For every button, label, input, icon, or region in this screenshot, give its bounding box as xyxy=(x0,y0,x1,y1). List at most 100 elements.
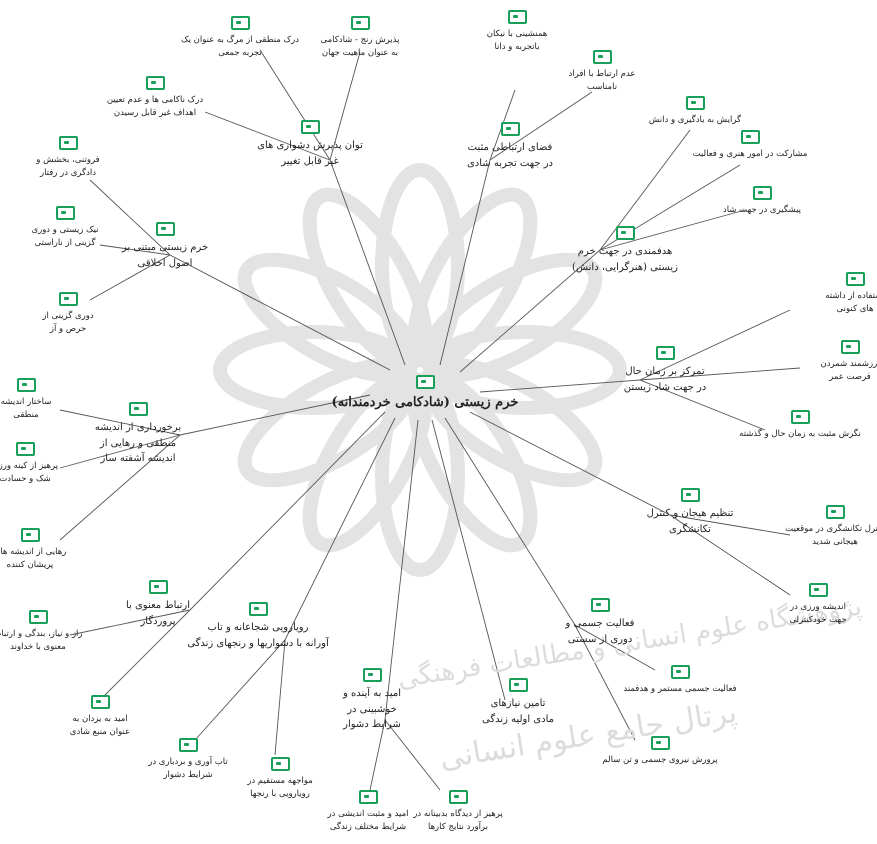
subtheme-node-t11c1[interactable]: امید و مثبت اندیشی در شرایط مختلف زندگی xyxy=(298,790,438,834)
subtheme-node-t7c1[interactable]: کنترل تکانشگری در موقعیت هیجانی شدید xyxy=(765,505,877,549)
subtheme-node-t4c3[interactable]: دوری گزینی از حرص و آز xyxy=(13,292,123,336)
theme-node-t1[interactable]: توان پذیرش دشواری های غیر قابل تغییر xyxy=(235,120,385,169)
subtheme-node-t11c1-label: امید و مثبت اندیشی در شرایط مختلف زندگی xyxy=(327,809,409,833)
edge-t7-t7c1 xyxy=(669,514,791,536)
subtheme-node-t11c2[interactable]: پرهیز از دیدگاه بدبینانه در برآورد نتایج… xyxy=(378,790,538,834)
theme-node-t6-label: برخورداری از اندیشه منطقی و رهایی از اند… xyxy=(94,422,182,464)
subtheme-node-t2c1-label: همنشینی با نیکان باتجربه و دانا xyxy=(486,29,548,53)
theme-node-t9[interactable]: رویارویی شجاعانه و تاب آورانه با دشواریه… xyxy=(168,602,348,651)
theme-node-t11[interactable]: امید به آینده و خوشبینی در شرایط دشوار xyxy=(317,668,427,733)
subtheme-node-t10c1-label: فعالیت جسمی مستمر و هدفمند xyxy=(623,684,737,694)
edge-t9-t9c2 xyxy=(274,639,286,756)
edge-t5-t5c2 xyxy=(639,367,801,381)
edge-t8-t8c2 xyxy=(99,609,191,701)
memo-icon xyxy=(16,378,36,392)
edge-t6-t6c3 xyxy=(59,434,181,541)
memo-icon xyxy=(415,375,435,389)
subtheme-node-t5c2-label: ارزشمند شمردن فرصت عمر xyxy=(820,359,877,383)
memo-icon xyxy=(508,678,528,692)
subtheme-node-t9c2[interactable]: مواجهه مستقیم در رویارویی با رنجها xyxy=(225,757,335,801)
subtheme-node-t1c2-label: پذیرش رنج - شادکامی به عنوان ماهیت جهان xyxy=(320,35,400,59)
subtheme-node-t8c1-label: راز و نیاز، بندگی و ارتباط معنوی با خداو… xyxy=(0,629,83,653)
memo-icon xyxy=(55,206,75,220)
subtheme-node-t5c2[interactable]: ارزشمند شمردن فرصت عمر xyxy=(795,340,877,384)
memo-icon xyxy=(90,695,110,709)
subtheme-node-t7c2[interactable]: اندیشه ورزی در جهت خودکنترلی xyxy=(763,583,873,627)
theme-node-t8[interactable]: ارتباط معنوی با پروردگار xyxy=(103,580,213,629)
edge-t9-t9c1 xyxy=(194,639,286,741)
edge-t5-t5c3 xyxy=(639,379,766,431)
theme-node-t2-label: فضای ارتباطی مثبت در جهت تجربه شادی xyxy=(466,142,554,169)
subtheme-node-t10c2-label: پرورش نیروی جسمی و تن سالم xyxy=(602,755,718,765)
memo-icon xyxy=(28,610,48,624)
theme-node-t3-label: هدفمندی در جهت خرم زیستی (هنرگرایی، دانش… xyxy=(571,246,679,273)
memo-icon xyxy=(248,602,268,616)
central-node[interactable]: خرم زیستی (شادکامی خردمندانه) xyxy=(325,375,525,413)
theme-node-t3[interactable]: هدفمندی در جهت خرم زیستی (هنرگرایی، دانش… xyxy=(545,226,705,275)
theme-node-t5[interactable]: تمرکز بر زمان حال در جهت شاد زیستن xyxy=(595,346,735,395)
theme-node-t7[interactable]: تنظیم هیجان و کنترل تکانشگری xyxy=(620,488,760,537)
subtheme-node-t10c2[interactable]: پرورش نیروی جسمی و تن سالم xyxy=(580,736,740,767)
edge-t3-t3c3 xyxy=(599,209,746,251)
memo-icon xyxy=(615,226,635,240)
theme-node-t10-label: فعالیت جسمی و دوری از سستی xyxy=(565,618,635,645)
central-node-label: خرم زیستی (شادکامی خردمندانه) xyxy=(331,395,519,410)
memo-icon xyxy=(790,410,810,424)
memo-icon xyxy=(500,122,520,136)
subtheme-node-t6c3[interactable]: رهایی از اندیشه های پریشان کننده xyxy=(0,528,90,572)
subtheme-node-t3c1[interactable]: گرایش به یادگیری و دانش xyxy=(620,96,770,127)
edge-t1-t1c1 xyxy=(259,49,331,161)
memo-icon xyxy=(58,136,78,150)
subtheme-node-t10c1[interactable]: فعالیت جسمی مستمر و هدفمند xyxy=(600,665,760,696)
theme-node-t4-label: خرم زیستی مبتنی بر اصول اخلاقی xyxy=(121,242,209,269)
theme-node-t2[interactable]: فضای ارتباطی مثبت در جهت تجربه شادی xyxy=(445,122,575,171)
edge-t7-t7c2 xyxy=(669,514,791,596)
memo-icon xyxy=(740,130,760,144)
subtheme-node-t4c2[interactable]: نیک زیستی و دوری گزینی از ناراستی xyxy=(10,206,120,250)
edge-center-t4 xyxy=(169,254,391,371)
memo-icon xyxy=(230,16,250,30)
edge-center-t5 xyxy=(479,379,641,393)
subtheme-node-t6c2-label: پرهیز از کینه ورزی شک و حسادت xyxy=(0,461,59,485)
memo-icon xyxy=(270,757,290,771)
edge-center-t3 xyxy=(459,249,601,373)
subtheme-node-t8c2[interactable]: امید به یزدان به عنوان منبع شادی xyxy=(45,695,155,739)
theme-node-t4[interactable]: خرم زیستی مبتنی بر اصول اخلاقی xyxy=(100,222,230,271)
subtheme-node-t2c1[interactable]: همنشینی با نیکان باتجربه و دانا xyxy=(462,10,572,54)
subtheme-node-t2c2[interactable]: عدم ارتباط با افراد نامناسب xyxy=(547,50,657,94)
subtheme-node-t1c2[interactable]: پذیرش رنج - شادکامی به عنوان ماهیت جهان xyxy=(305,16,415,60)
edge-center-t10 xyxy=(444,417,576,626)
edge-t6-t6c2 xyxy=(59,434,181,469)
memo-icon xyxy=(592,50,612,64)
subtheme-node-t8c1[interactable]: راز و نیاز، بندگی و ارتباط معنوی با خداو… xyxy=(0,610,93,654)
theme-node-t12[interactable]: تامین نیازهای مادی اولیه زندگی xyxy=(458,678,578,727)
edge-t11-t11c2 xyxy=(384,719,441,791)
theme-node-t8-label: ارتباط معنوی با پروردگار xyxy=(125,600,191,627)
subtheme-node-t5c3[interactable]: نگرش مثبت به زمان حال و گذشته xyxy=(725,410,875,441)
subtheme-node-t3c3-label: پیشگیری در جهت شاد xyxy=(722,205,802,215)
subtheme-node-t1c1[interactable]: درک منطقی از مرگ به عنوان یک تجربه جمعی xyxy=(165,16,315,60)
subtheme-node-t4c1[interactable]: فروتنی، بخشش و دادگری در رفتار xyxy=(13,136,123,180)
edge-t1-t1c2 xyxy=(329,51,361,161)
subtheme-node-t6c1[interactable]: ساختار اندیشه منطقی xyxy=(0,378,71,422)
memo-icon xyxy=(650,736,670,750)
subtheme-node-t9c2-label: مواجهه مستقیم در رویارویی با رنجها xyxy=(247,776,313,800)
subtheme-node-t9c1[interactable]: تاب آوری و بردباری در شرایط دشوار xyxy=(123,738,253,782)
subtheme-node-t6c2[interactable]: پرهیز از کینه ورزی شک و حسادت xyxy=(0,442,70,486)
subtheme-node-t3c2[interactable]: مشارکت در امور هنری و فعالیت xyxy=(670,130,830,161)
theme-node-t6[interactable]: برخورداری از اندیشه منطقی و رهایی از اند… xyxy=(68,402,208,467)
memo-icon xyxy=(15,442,35,456)
memo-icon xyxy=(58,292,78,306)
subtheme-node-t5c1[interactable]: استفاده از داشته های کنونی xyxy=(795,272,877,316)
edge-t4-t4c3 xyxy=(89,254,171,301)
edge-t10-t10c2 xyxy=(574,624,636,741)
subtheme-node-t3c3[interactable]: پیشگیری در جهت شاد xyxy=(692,186,832,217)
edge-t3-t3c1 xyxy=(599,129,691,251)
theme-node-t10[interactable]: فعالیت جسمی و دوری از سستی xyxy=(535,598,665,647)
edge-center-t6 xyxy=(179,394,371,436)
theme-node-t5-label: تمرکز بر زمان حال در جهت شاد زیستن xyxy=(623,366,707,393)
memo-icon xyxy=(448,790,468,804)
subtheme-node-t1c3[interactable]: درک ناکامی ها و عدم تعیین اهداف غیر قابل… xyxy=(80,76,230,120)
